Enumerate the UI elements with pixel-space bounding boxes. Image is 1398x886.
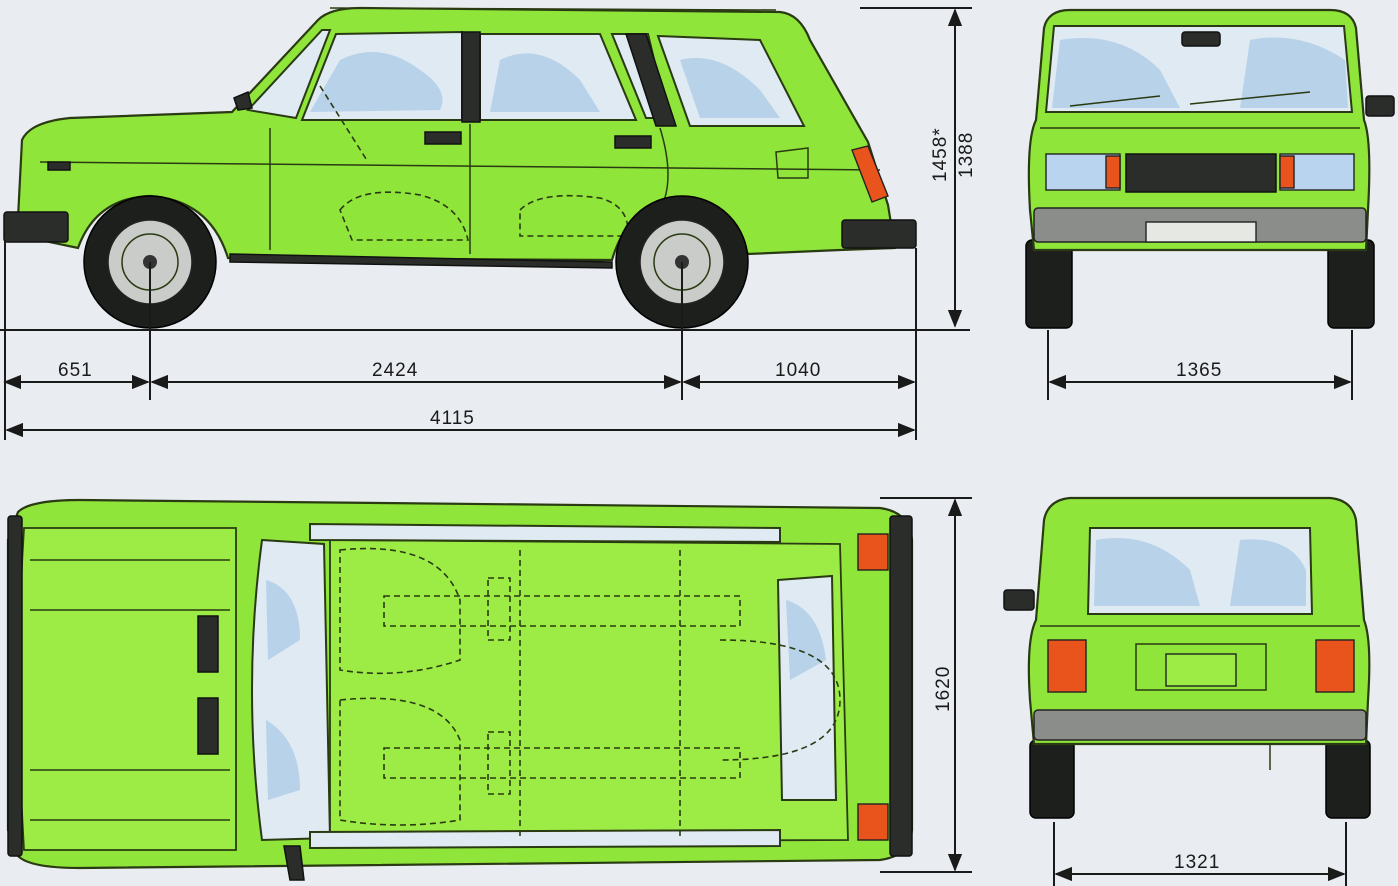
overall-length-label: 4115	[430, 408, 475, 429]
side-dimensions: 651 2424 1040 4115 1458* 1388	[3, 7, 977, 440]
rear-view	[1003, 496, 1371, 819]
front-track-dimension: 1365	[1047, 330, 1353, 400]
rear-track-label: 1321	[1174, 852, 1220, 873]
wheelbase-label: 2424	[372, 360, 418, 381]
side-view	[3, 6, 917, 329]
top-view	[6, 498, 914, 881]
height-label: 1388	[956, 132, 977, 178]
height-loaded-label: 1458*	[930, 127, 951, 182]
front-view	[1025, 8, 1395, 329]
overall-width-label: 1620	[933, 666, 954, 712]
rear-track-dimension: 1321	[1053, 822, 1347, 886]
front-track-label: 1365	[1176, 360, 1222, 381]
rear-overhang-label: 1040	[775, 360, 821, 381]
front-overhang-label: 651	[58, 360, 93, 381]
width-dimension: 1620	[880, 497, 972, 873]
